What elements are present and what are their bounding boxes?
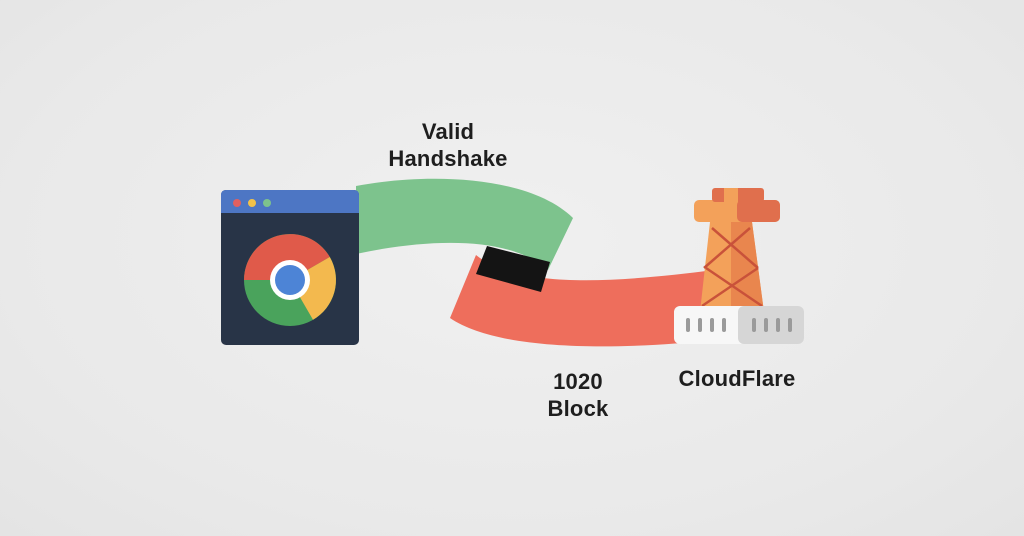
- server-vents: [686, 318, 792, 332]
- cloudflare-tower-icon: [674, 188, 804, 344]
- block-barrier: [476, 246, 550, 292]
- handshake-label-line-1: Valid: [421, 119, 475, 144]
- handshake-label: Valid Handshake: [358, 118, 538, 172]
- server-label-text: CloudFlare: [678, 366, 796, 391]
- chrome-browser-window-icon: [221, 190, 359, 345]
- server-label: CloudFlare: [652, 365, 822, 392]
- handshake-label-line-2: Handshake: [388, 146, 508, 171]
- handshake-path: [356, 178, 573, 270]
- block-label: 1020 Block: [518, 368, 638, 422]
- block-label-line-1: 1020: [553, 369, 603, 394]
- block-label-line-2: Block: [547, 396, 609, 421]
- chrome-logo-icon: [244, 234, 336, 326]
